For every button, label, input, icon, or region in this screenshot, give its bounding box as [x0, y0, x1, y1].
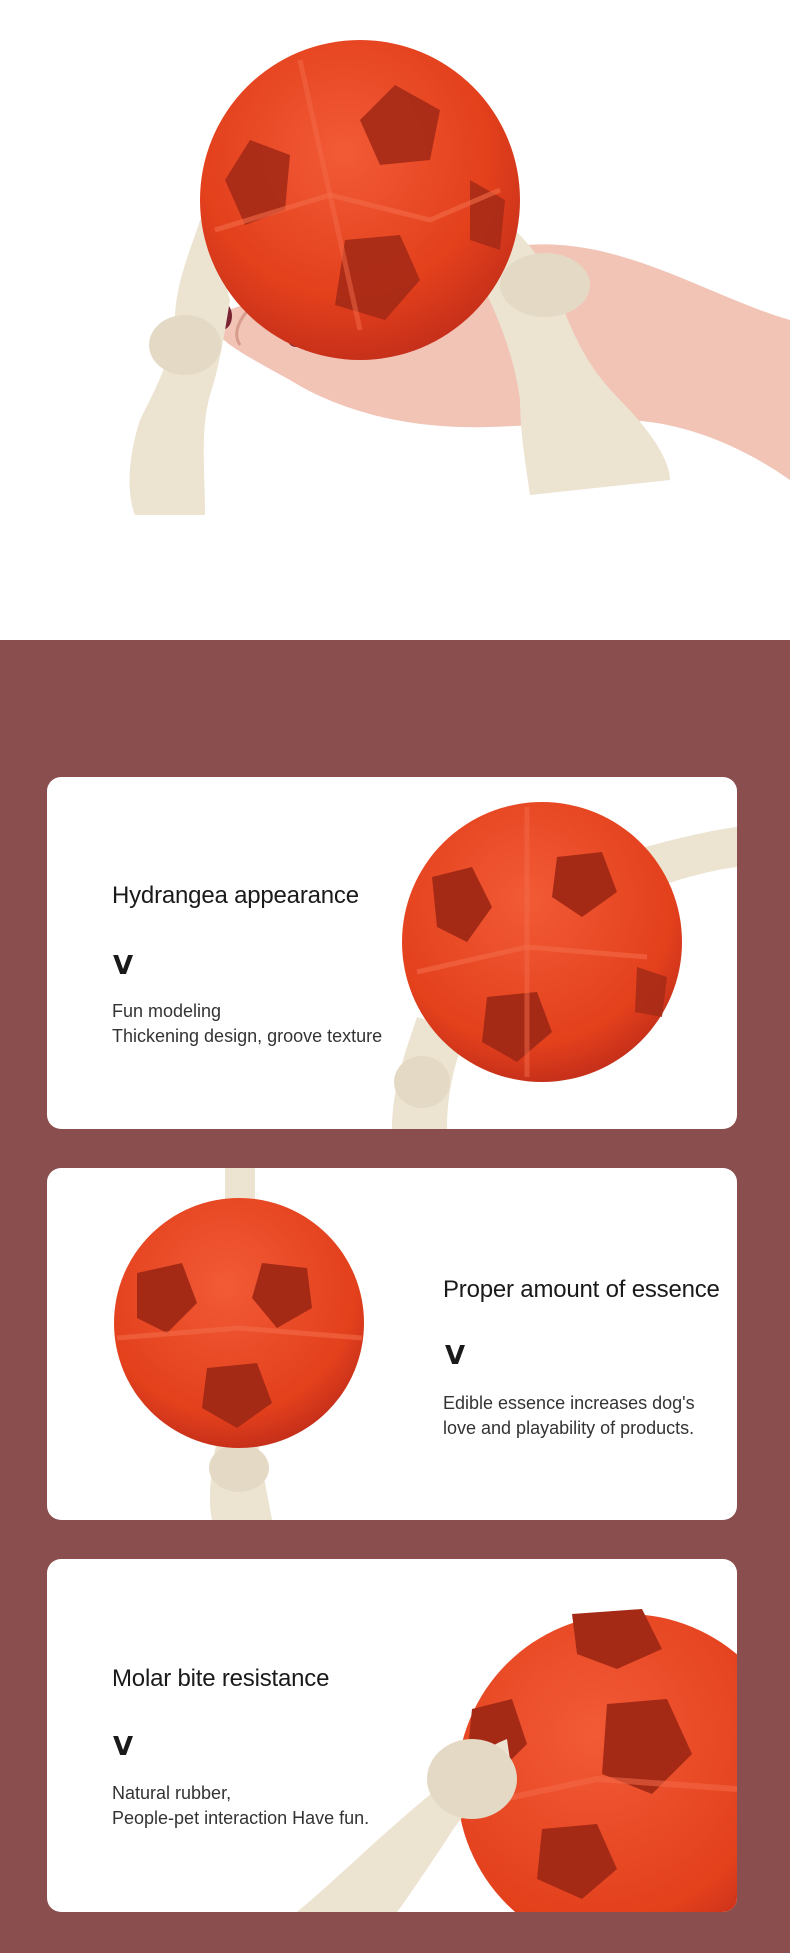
feature-title: Molar bite resistance [112, 1665, 330, 1692]
product-ball-image [392, 802, 737, 1129]
feature-description: Edible essence increases dog's love and … [443, 1391, 695, 1441]
feature-line: love and playability of products. [443, 1418, 695, 1438]
feature-card-bite-resistance: Molar bite resistance V Natural rubber, … [47, 1559, 737, 1912]
feature-line: Natural rubber, [112, 1783, 232, 1803]
chevron-down-icon: V [113, 1732, 134, 1762]
feature-line: Edible essence increases dog's [443, 1393, 695, 1413]
hero-product-image [129, 40, 790, 515]
product-ball-image [297, 1609, 737, 1912]
feature-description: Fun modeling Thickening design, groove t… [112, 999, 382, 1049]
feature-card-hydrangea: Hydrangea appearance V Fun modeling Thic… [47, 777, 737, 1129]
chevron-down-icon: V [445, 1341, 466, 1371]
feature-line: People-pet interaction Have fun. [112, 1808, 370, 1828]
feature-title: Hydrangea appearance [112, 882, 359, 909]
feature-description: Natural rubber, People-pet interaction H… [112, 1781, 369, 1831]
wave-divider [0, 640, 790, 720]
feature-card-essence: Proper amount of essence V Edible essenc… [47, 1168, 737, 1520]
chevron-down-icon: V [113, 951, 134, 981]
hero-section [0, 0, 790, 700]
feature-line: Fun modeling [112, 1001, 222, 1021]
feature-title: Proper amount of essence [443, 1276, 720, 1303]
product-ball-image [114, 1168, 364, 1520]
feature-line: Thickening design, groove texture [112, 1026, 383, 1046]
